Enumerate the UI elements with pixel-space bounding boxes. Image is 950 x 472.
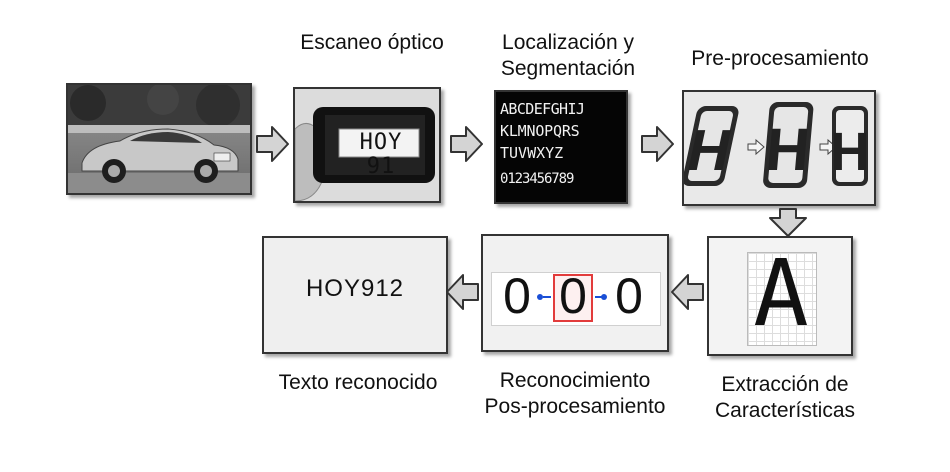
label-extraccion-line2: Características	[714, 399, 856, 422]
seg-row-3: TUVWXYZ	[500, 144, 564, 162]
recog-char-1: 0	[503, 268, 531, 324]
phone-scan-photo: HOY 91	[293, 87, 441, 203]
preprocessing-illustration: H H H	[682, 102, 870, 188]
label-escaneo-optico: Escaneo óptico	[300, 31, 444, 54]
recog-char-2: 0	[559, 268, 587, 324]
recognized-text-panel: HOY912	[262, 236, 448, 354]
label-localizacion-line2: Segmentación	[500, 57, 636, 80]
label-preprocesamiento: Pre-procesamiento	[691, 47, 869, 70]
recog-arrow-1	[543, 296, 551, 298]
arrow-right-icon	[641, 126, 674, 162]
recognized-text-value: HOY912	[305, 275, 405, 302]
arrow-down-icon	[769, 208, 807, 237]
segmentation-chars-panel: ABCDEFGHIJ KLMNOPQRS TUVWXYZ 0123456789	[494, 90, 628, 204]
label-localizacion: Localización y Segmentación	[478, 30, 658, 82]
arrow-left-icon	[671, 274, 704, 310]
seg-row-2: KLMNOPQRS	[500, 122, 580, 140]
label-reconocimiento: Reconocimiento Pos-procesamiento	[470, 368, 680, 420]
recog-dot-1	[537, 294, 543, 300]
car-photo	[66, 83, 252, 195]
prep-letter-2: H	[763, 116, 812, 183]
arrow-left-icon	[446, 274, 479, 310]
feature-extraction-panel: A	[707, 236, 853, 356]
preprocessing-panel: H H H	[682, 90, 876, 206]
recog-dot-2	[601, 294, 607, 300]
feature-letter: A	[753, 240, 809, 347]
feature-grid	[747, 252, 817, 346]
phone-plate-text: HOY 91	[359, 130, 403, 179]
recog-arrow-2	[595, 296, 603, 298]
label-reconocimiento-line1: Reconocimiento	[499, 369, 651, 392]
car-illustration	[68, 83, 250, 193]
arrow-right-icon	[450, 126, 483, 162]
recognition-panel: 0 0 0	[481, 234, 669, 352]
seg-row-4: 0123456789	[500, 171, 574, 187]
arrow-right-icon	[256, 126, 289, 162]
seg-row-1: ABCDEFGHIJ	[500, 100, 585, 118]
recog-highlight-box	[553, 274, 593, 322]
prep-letter-3: H	[831, 122, 870, 182]
phone-illustration	[294, 89, 439, 202]
label-reconocimiento-line2: Pos-procesamiento	[484, 395, 666, 418]
recognition-strip	[491, 272, 661, 326]
label-extraccion: Extracción de Características	[690, 372, 880, 424]
label-texto-reconocido: Texto reconocido	[278, 371, 438, 394]
label-extraccion-line1: Extracción de	[721, 373, 849, 396]
label-localizacion-line1: Localización y	[502, 31, 634, 54]
recog-char-3: 0	[615, 268, 643, 324]
